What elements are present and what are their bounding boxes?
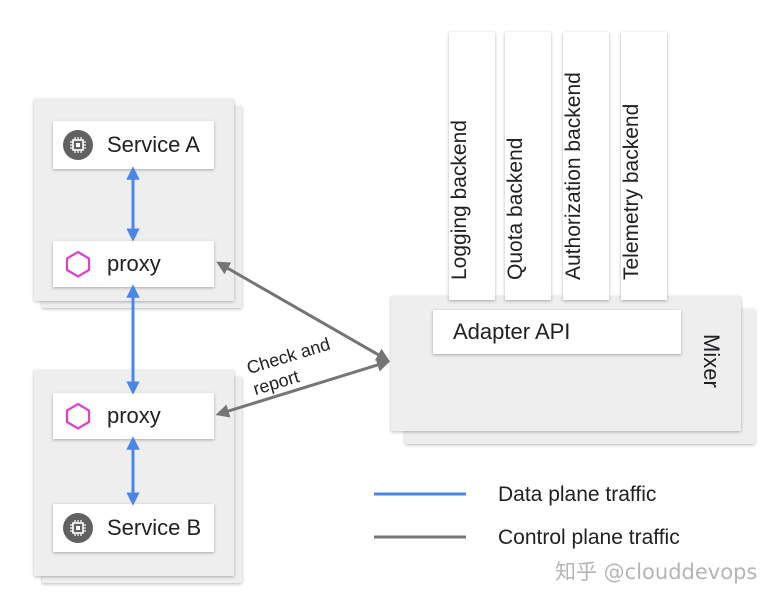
backend-telemetry: Telemetry backend bbox=[621, 32, 667, 300]
backend-label: Telemetry backend bbox=[621, 103, 643, 280]
mixer-title: Mixer bbox=[699, 334, 724, 388]
service-a-label: Service A bbox=[107, 132, 200, 157]
check-and-report-text: Check and report bbox=[244, 333, 333, 400]
service-b-card: Service B bbox=[53, 504, 214, 552]
backend-label: Quota backend bbox=[505, 137, 527, 280]
legend-control-plane-label: Control plane traffic bbox=[498, 526, 680, 549]
check-and-report-label: Check and report bbox=[244, 325, 364, 400]
backend-authorization: Authorization backend bbox=[563, 32, 609, 300]
service-a-card: Service A bbox=[53, 121, 214, 169]
proxy-bottom-card: proxy bbox=[53, 393, 214, 439]
mixer-label: Mixer bbox=[690, 320, 730, 410]
adapter-api-box: Adapter API bbox=[433, 310, 681, 354]
proxy-top-label: proxy bbox=[107, 251, 161, 276]
watermark: 知乎 @clouddevops bbox=[555, 560, 758, 584]
backend-logging: Logging backend bbox=[449, 32, 495, 300]
chip-icon bbox=[63, 130, 93, 160]
backend-label: Authorization backend bbox=[563, 72, 585, 280]
legend-data-plane-label: Data plane traffic bbox=[498, 483, 657, 506]
service-b-label: Service B bbox=[107, 515, 202, 540]
proxy-bottom-label: proxy bbox=[107, 403, 161, 428]
backend-quota: Quota backend bbox=[505, 32, 551, 300]
adapter-api-label: Adapter API bbox=[453, 319, 571, 344]
hexagon-icon bbox=[65, 250, 91, 278]
proxy-top-card: proxy bbox=[53, 241, 214, 287]
hexagon-icon bbox=[65, 402, 91, 430]
chip-icon bbox=[63, 513, 93, 543]
backend-label: Logging backend bbox=[449, 120, 471, 280]
